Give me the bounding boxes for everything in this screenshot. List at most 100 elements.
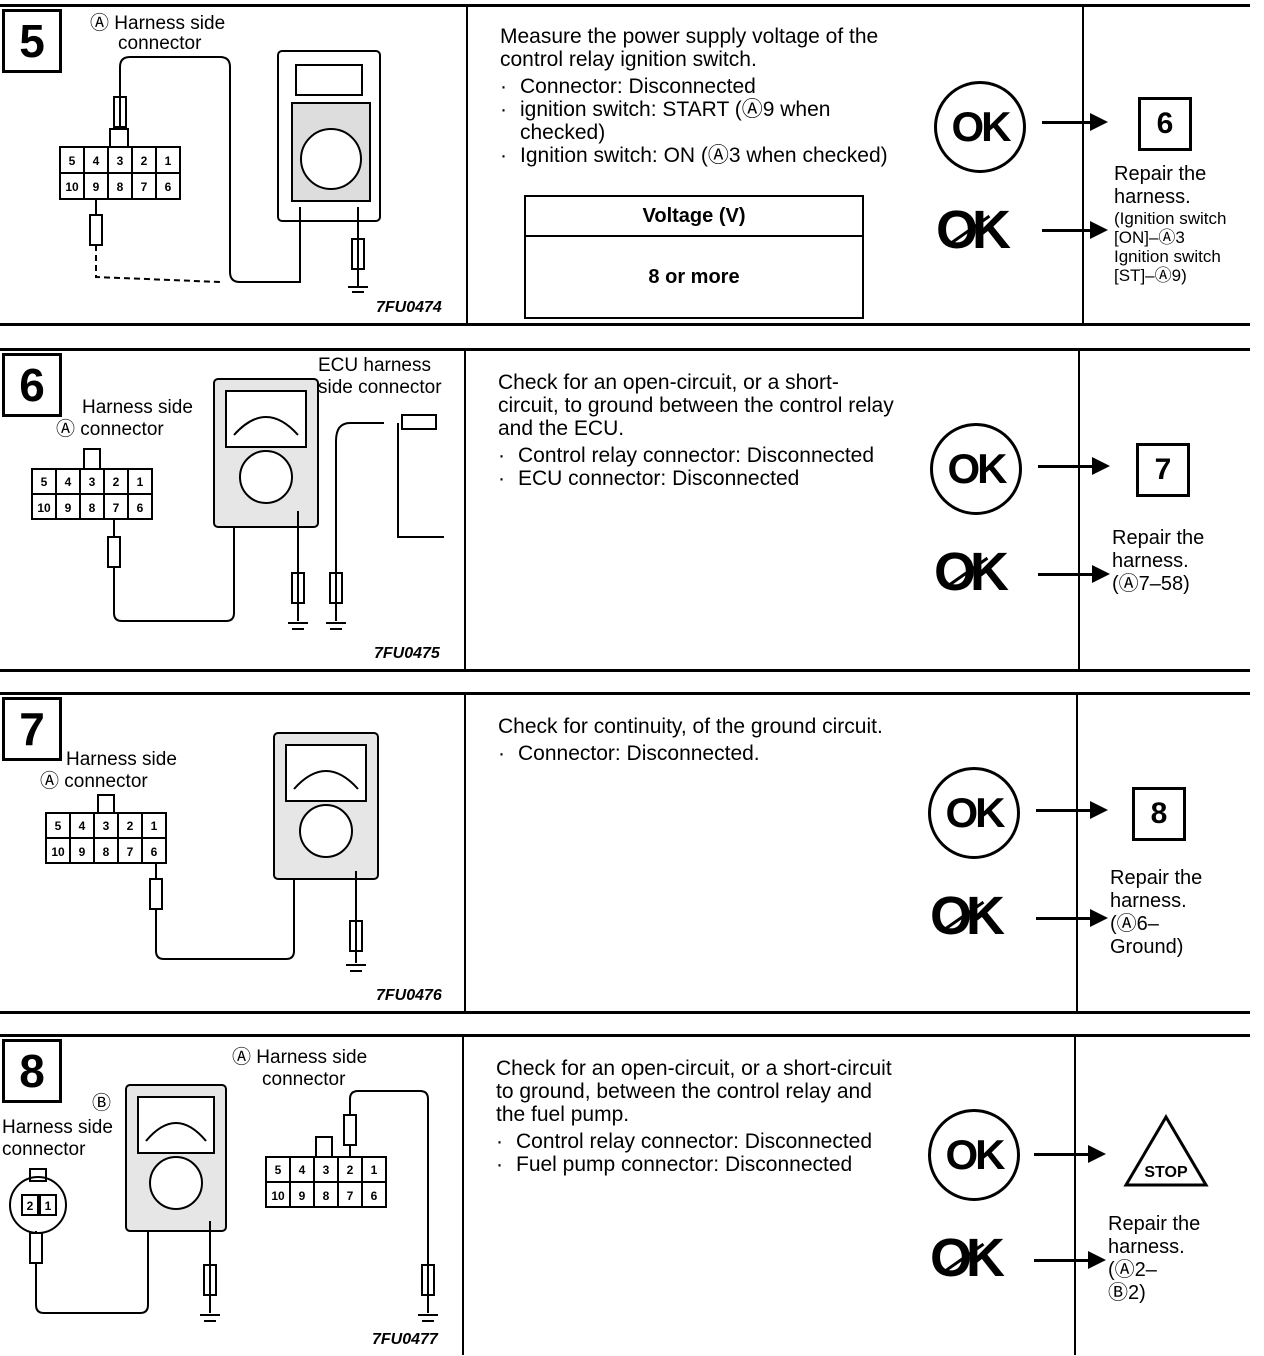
pin-label: 2 bbox=[127, 819, 134, 833]
repair-note: Repair the harness. (Ⓐ6– Ground) bbox=[1110, 867, 1238, 959]
description-text: Check for an open-circuit, or a short-ci… bbox=[498, 371, 894, 440]
condition-item: ECU connector: Disconnected bbox=[498, 467, 896, 490]
divider bbox=[1074, 1037, 1076, 1355]
pin-label: 3 bbox=[323, 1163, 330, 1177]
pin-label: 1 bbox=[151, 819, 158, 833]
pin-label: 7 bbox=[113, 501, 120, 515]
condition-list: Connector: Disconnected ignition switch:… bbox=[500, 75, 896, 167]
voltage-table: Voltage (V) 8 or more bbox=[524, 195, 864, 319]
pin-label: 2 bbox=[113, 475, 120, 489]
ng-result-icon: OK bbox=[930, 886, 1005, 946]
pin-label: 2 bbox=[27, 1199, 34, 1213]
pin-label: 2 bbox=[141, 154, 148, 168]
ok-result-icon: OK bbox=[928, 767, 1020, 859]
arrow-icon bbox=[1034, 1145, 1106, 1163]
pin-label: 8 bbox=[89, 501, 96, 515]
repair-text: Repair the bbox=[1110, 867, 1203, 889]
pin-label: 10 bbox=[65, 180, 79, 194]
ok-result-icon: OK bbox=[928, 1109, 1020, 1201]
table-header: Voltage (V) bbox=[526, 197, 862, 237]
ng-result-icon: OK bbox=[930, 1228, 1005, 1288]
divider bbox=[1082, 7, 1084, 323]
pin-label: 5 bbox=[275, 1163, 282, 1177]
repair-detail: (Ignition switch bbox=[1114, 209, 1227, 228]
repair-text: Repair the bbox=[1112, 527, 1205, 549]
pin-label: 10 bbox=[51, 845, 65, 859]
pin-label: 3 bbox=[117, 154, 124, 168]
repair-detail: (Ⓐ6– bbox=[1110, 913, 1159, 935]
ng-result-icon: OK bbox=[936, 200, 1011, 260]
pin-label: 4 bbox=[93, 154, 100, 168]
step-number: 7 bbox=[2, 697, 62, 761]
repair-text: Repair the bbox=[1114, 163, 1207, 185]
divider bbox=[464, 695, 466, 1011]
pin-label: 1 bbox=[165, 154, 172, 168]
figure-label: ECU harness bbox=[318, 355, 431, 376]
divider bbox=[464, 351, 466, 669]
pin-label: 5 bbox=[55, 819, 62, 833]
divider bbox=[466, 7, 468, 323]
repair-note: Repair the harness. (Ignition switch [ON… bbox=[1114, 163, 1242, 285]
figure-id: 7FU0474 bbox=[376, 299, 442, 316]
repair-text: harness. bbox=[1112, 550, 1189, 572]
description-text: Check for an open-circuit, or a short-ci… bbox=[496, 1057, 892, 1126]
repair-detail: Ⓑ2) bbox=[1108, 1282, 1146, 1304]
condition-item: Connector: Disconnected bbox=[500, 75, 896, 98]
description-text: Check for continuity, of the ground circ… bbox=[498, 715, 883, 738]
pin-label: 10 bbox=[271, 1189, 285, 1203]
figure-label: connector bbox=[2, 1139, 86, 1160]
arrow-icon bbox=[1038, 565, 1110, 583]
pin-label: 10 bbox=[37, 501, 51, 515]
description: Check for an open-circuit, or a short-ci… bbox=[498, 371, 896, 490]
condition-item: Control relay connector: Disconnected bbox=[498, 444, 896, 467]
pin-label: 3 bbox=[103, 819, 110, 833]
figure-label: Ⓐ connector bbox=[56, 419, 164, 440]
description: Measure the power supply voltage of the … bbox=[500, 25, 896, 167]
ok-result-icon: OK bbox=[930, 423, 1022, 515]
figure-label: Harness side bbox=[2, 1117, 113, 1138]
condition-item: ignition switch: START (Ⓐ9 when checked) bbox=[500, 98, 896, 144]
pin-label: 8 bbox=[103, 845, 110, 859]
condition-list: Connector: Disconnected. bbox=[498, 742, 894, 765]
condition-item: Connector: Disconnected. bbox=[498, 742, 894, 765]
repair-note: Repair the harness. (Ⓐ2– Ⓑ2) bbox=[1108, 1213, 1236, 1305]
pin-label: 4 bbox=[299, 1163, 306, 1177]
ok-result-icon: OK bbox=[934, 81, 1026, 173]
arrow-icon bbox=[1042, 221, 1108, 239]
repair-detail: Ignition switch bbox=[1114, 247, 1221, 266]
step-number: 6 bbox=[2, 353, 62, 417]
arrow-icon bbox=[1034, 1251, 1106, 1269]
repair-detail: [ST]–Ⓐ9) bbox=[1114, 266, 1187, 285]
pin-label: 1 bbox=[137, 475, 144, 489]
divider bbox=[1078, 351, 1080, 669]
pin-label: 9 bbox=[93, 180, 100, 194]
description: Check for continuity, of the ground circ… bbox=[498, 715, 894, 765]
pin-label: 6 bbox=[371, 1189, 378, 1203]
pin-label: 5 bbox=[69, 154, 76, 168]
step-number: 5 bbox=[2, 9, 62, 73]
description-text: Measure the power supply voltage of the … bbox=[500, 25, 879, 71]
condition-list: Control relay connector: Disconnected EC… bbox=[498, 444, 896, 490]
figure-label: Ⓐ Harness side bbox=[90, 13, 226, 34]
pin-label: 6 bbox=[151, 845, 158, 859]
condition-item: Control relay connector: Disconnected bbox=[496, 1130, 894, 1153]
arrow-icon bbox=[1036, 801, 1108, 819]
divider bbox=[462, 1037, 464, 1355]
figure-label: Ⓐ connector bbox=[40, 771, 148, 792]
pin-label: 8 bbox=[323, 1189, 330, 1203]
repair-detail: Ground) bbox=[1110, 936, 1184, 958]
ng-result-icon: OK bbox=[934, 542, 1009, 602]
pin-label: 4 bbox=[79, 819, 86, 833]
pin-label: 1 bbox=[45, 1199, 52, 1213]
pin-label: 9 bbox=[65, 501, 72, 515]
figure-id: 7FU0475 bbox=[374, 645, 440, 662]
figure-label: connector bbox=[262, 1069, 346, 1090]
figure-id: 7FU0476 bbox=[376, 987, 442, 1004]
pin-label: 9 bbox=[79, 845, 86, 859]
repair-text: harness. bbox=[1108, 1236, 1185, 1258]
